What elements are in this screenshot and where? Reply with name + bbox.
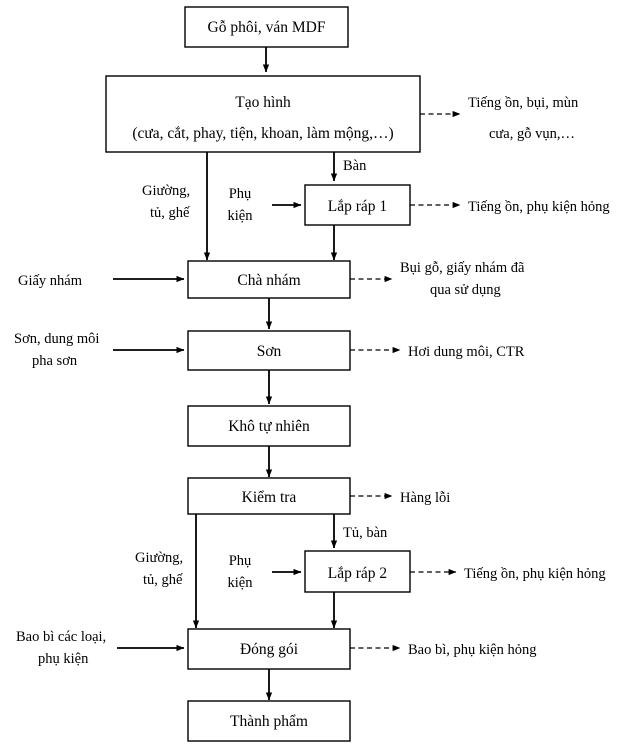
node-shaping-label-line1: Tạo hình — [235, 94, 291, 111]
node-product-label: Thành phẩm — [230, 713, 308, 730]
node-assembly2-label: Lắp ráp 2 — [328, 565, 387, 582]
flow-label-ban-text: Bàn — [343, 158, 367, 174]
flow-label-furniture-2-line1: Giường, — [135, 550, 183, 566]
node-assembly1[interactable]: Lắp ráp 1 — [304, 184, 411, 226]
flow-label-furniture-2: Giường, tủ, ghế — [135, 550, 183, 588]
flow-label-tuban-text: Tủ, bàn — [343, 525, 388, 541]
flow-label-ban: Bàn — [343, 158, 367, 174]
node-packing-label: Đóng gói — [240, 641, 299, 658]
output-label-shaping: Tiếng ồn, bụi, mùn cưa, gỗ vụn,… — [468, 95, 579, 142]
input-packaging-line2: phụ kiện — [38, 651, 89, 667]
node-painting[interactable]: Sơn — [187, 330, 351, 371]
input-accessories-2-line2: kiện — [228, 575, 254, 591]
node-packing[interactable]: Đóng gói — [187, 628, 351, 670]
output-shaping-line2: cưa, gỗ vụn,… — [489, 126, 575, 142]
node-shaping-label-line2: (cưa, cắt, phay, tiện, khoan, làm mộng,…… — [132, 125, 393, 142]
output-sanding-line1: Bụi gỗ, giấy nhám đã — [400, 260, 525, 276]
output-packing-line1: Bao bì, phụ kiện hỏng — [408, 642, 536, 658]
output-shaping-line1: Tiếng ồn, bụi, mùn — [468, 95, 579, 111]
output-sanding-line2: qua sử dụng — [430, 282, 501, 298]
input-accessories-2-line1: Phụ — [229, 553, 252, 569]
output-label-packing: Bao bì, phụ kiện hỏng — [408, 642, 536, 658]
input-label-accessories-2: Phụ kiện — [228, 553, 254, 591]
node-raw-label: Gỗ phôi, ván MDF — [208, 19, 326, 36]
node-sanding-label: Chà nhám — [237, 272, 300, 289]
input-sandpaper-line1: Giấy nhám — [18, 273, 83, 289]
input-accessories-1-line1: Phụ — [229, 186, 252, 202]
output-inspection-line1: Hàng lỗi — [400, 490, 450, 506]
output-label-assembly1: Tiếng ồn, phụ kiện hỏng — [468, 199, 610, 215]
node-painting-label: Sơn — [257, 343, 282, 360]
output-label-assembly2: Tiếng ồn, phụ kiện hỏng — [464, 566, 606, 582]
flow-label-furniture-1: Giường, tủ, ghế — [142, 183, 190, 221]
input-label-accessories-1: Phụ kiện — [228, 186, 254, 224]
node-drying[interactable]: Khô tự nhiên — [187, 405, 351, 447]
input-accessories-1-line2: kiện — [228, 208, 254, 224]
output-assembly2-line1: Tiếng ồn, phụ kiện hỏng — [464, 566, 606, 582]
node-sanding[interactable]: Chà nhám — [187, 260, 351, 299]
node-assembly1-label: Lắp ráp 1 — [328, 198, 387, 215]
node-shaping[interactable]: Tạo hình (cưa, cắt, phay, tiện, khoan, l… — [105, 75, 421, 153]
flow-label-furniture-1-line2: tủ, ghế — [150, 205, 190, 221]
output-label-sanding: Bụi gỗ, giấy nhám đã qua sử dụng — [400, 260, 525, 298]
node-inspection-label: Kiểm tra — [242, 489, 297, 506]
flow-label-furniture-2-line2: tủ, ghế — [143, 572, 183, 588]
input-label-packaging: Bao bì các loại, phụ kiện — [16, 629, 106, 667]
input-paint-line1: Sơn, dung môi — [14, 331, 99, 347]
node-assembly2[interactable]: Lắp ráp 2 — [304, 550, 411, 593]
node-drying-label: Khô tự nhiên — [228, 418, 310, 435]
output-label-painting: Hơi dung môi, CTR — [408, 344, 525, 360]
output-painting-line1: Hơi dung môi, CTR — [408, 344, 525, 360]
node-inspection[interactable]: Kiểm tra — [187, 477, 351, 515]
node-product[interactable]: Thành phẩm — [187, 700, 351, 742]
output-label-inspection: Hàng lỗi — [400, 490, 450, 506]
flow-label-tuban: Tủ, bàn — [343, 525, 388, 541]
node-raw[interactable]: Gỗ phôi, ván MDF — [184, 6, 349, 48]
input-label-paint: Sơn, dung môi pha sơn — [14, 331, 99, 369]
flow-label-furniture-1-line1: Giường, — [142, 183, 190, 199]
input-packaging-line1: Bao bì các loại, — [16, 629, 106, 645]
input-paint-line2: pha sơn — [32, 353, 78, 369]
output-assembly1-line1: Tiếng ồn, phụ kiện hỏng — [468, 199, 610, 215]
input-label-sandpaper: Giấy nhám — [18, 273, 83, 289]
